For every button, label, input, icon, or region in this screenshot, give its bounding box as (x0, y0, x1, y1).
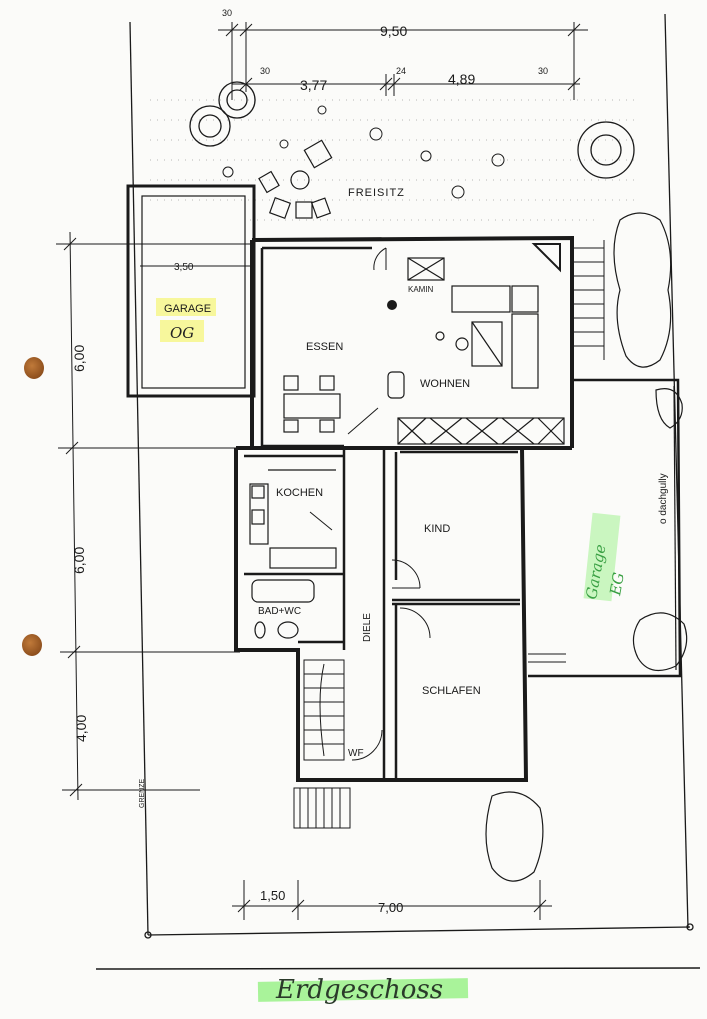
living-window-band (397, 417, 565, 445)
punch-hole-bottom (22, 634, 42, 656)
label-garage: GARAGE (164, 303, 211, 315)
sofa-icon (451, 285, 511, 313)
dim-top-total: 9,50 (380, 23, 407, 39)
dim-top-left: 3,77 (300, 77, 327, 93)
dim-top-mid-small: 24 (396, 66, 406, 76)
column-icon (387, 300, 397, 310)
bottom-dimension-chain (232, 880, 552, 920)
door-swings (309, 247, 431, 761)
stair-icon (303, 659, 345, 761)
punch-hole-top (24, 357, 44, 379)
garage-eg-outline (673, 385, 677, 671)
bathtub-icon (251, 579, 315, 603)
property-boundary (95, 13, 701, 970)
label-schlafen: SCHLAFEN (422, 685, 481, 697)
bath-fixtures (251, 579, 315, 639)
label-kind: KIND (424, 523, 450, 535)
dim-top-right-small: 30 (538, 66, 548, 76)
garden-plants (222, 105, 505, 199)
dim-left-middle: 6,00 (71, 547, 87, 574)
handwriting-garage-eg-2: EG (606, 571, 628, 598)
label-grenze: GRENZE (139, 779, 146, 809)
dining-table-icon (283, 375, 341, 433)
house-walls (234, 235, 574, 782)
dim-left-upper: 6,00 (71, 345, 87, 372)
dim-top-left-small: 30 (260, 66, 270, 76)
label-wohnen: WOHNEN (420, 378, 470, 390)
dim-left-lower: 4,00 (73, 715, 89, 742)
toilet-icon (254, 621, 266, 639)
garage (126, 184, 256, 398)
label-diele: DIELE (362, 613, 373, 642)
garden-chair-icon (258, 139, 333, 220)
highlights (156, 298, 621, 1002)
living-furniture (387, 243, 561, 399)
label-wf: WF (348, 748, 364, 759)
label-bad-wc: BAD+WC (258, 606, 301, 617)
interior-walls (244, 246, 520, 780)
sink-icon (277, 621, 299, 639)
fireplace-icon (407, 257, 445, 281)
dim-garage-width: 3,50 (174, 262, 194, 273)
left-dimension-chain (56, 231, 250, 801)
dim-top-offset: 30 (222, 8, 232, 18)
label-essen: ESSEN (306, 341, 343, 353)
label-kochen: KOCHEN (276, 487, 323, 499)
freisitz-terrace (150, 99, 640, 221)
label-kamin: KAMIN (408, 285, 434, 294)
entrance-steps (293, 787, 351, 829)
right-side-steps (528, 240, 682, 678)
kitchen-counter (249, 469, 337, 569)
dim-top-right: 4,89 (448, 71, 475, 87)
label-freisitz: FREISITZ (348, 187, 405, 199)
dim-bottom-total: 7,00 (378, 900, 403, 915)
tree-icon (189, 81, 635, 179)
label-dachgully: o dachgully (658, 473, 669, 524)
handwriting-garage-og: OG (170, 324, 194, 342)
page-title: Erdgeschoss (275, 975, 443, 1005)
shrub-icon (485, 212, 688, 882)
dim-bottom-left: 1,50 (260, 888, 285, 903)
